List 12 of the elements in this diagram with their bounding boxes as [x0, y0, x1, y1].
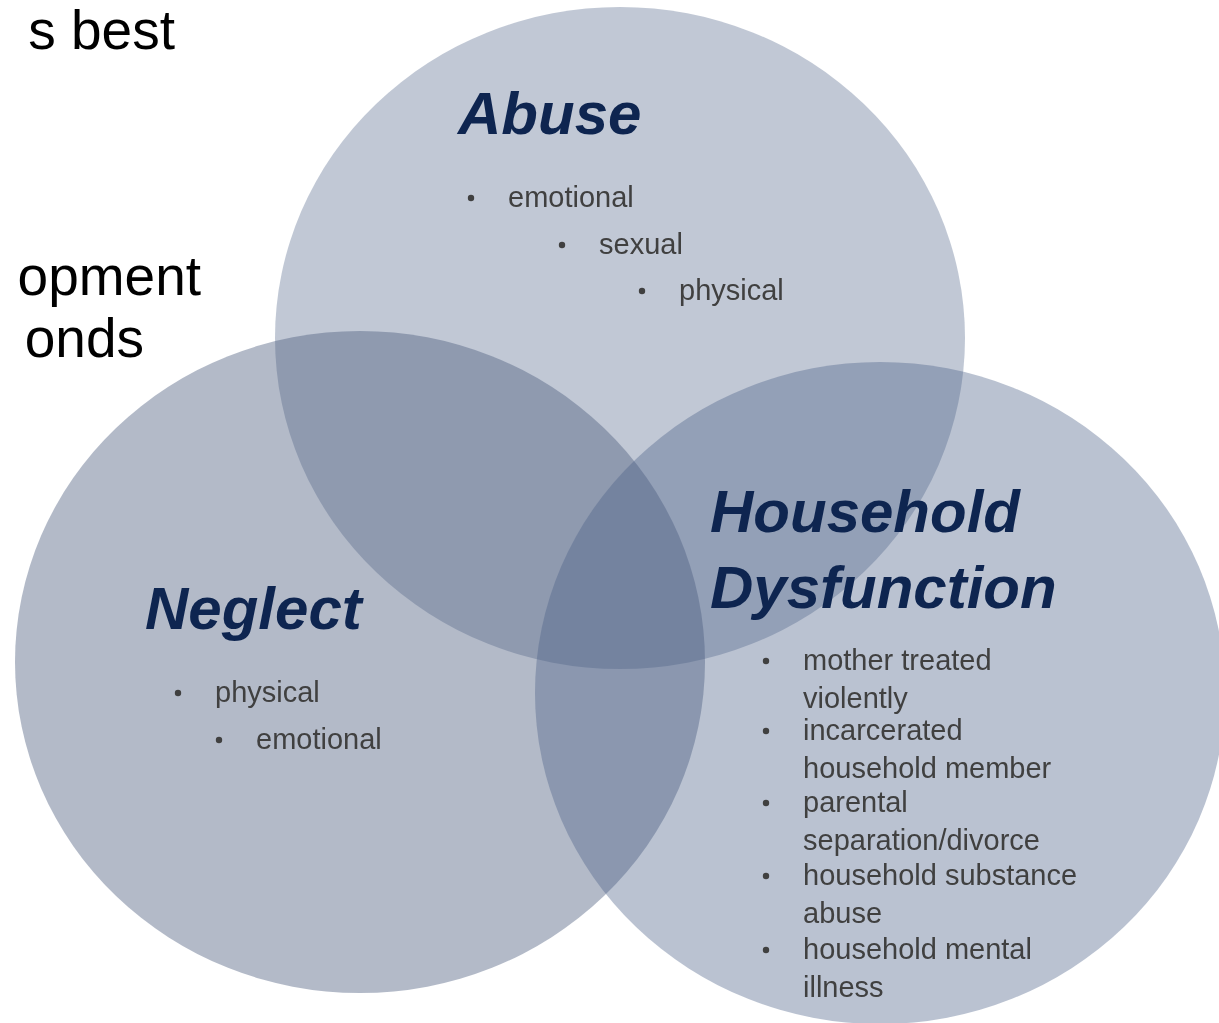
bullet-item: physical — [679, 273, 785, 308]
bullet-item: household mental illness — [803, 932, 1033, 1005]
category-heading: Abuse — [458, 79, 642, 149]
slide-text: onds — [24, 308, 144, 368]
category-heading: Household Dysfunction — [710, 477, 1058, 623]
bullet-item: emotional — [256, 722, 383, 757]
bullet-item: physical — [215, 675, 321, 710]
slide-text: opment — [17, 246, 201, 306]
category-heading: Neglect — [145, 574, 362, 644]
bullet-item: emotional — [508, 180, 635, 215]
slide-text: s best — [28, 0, 175, 60]
bullet-item: sexual — [599, 227, 684, 262]
